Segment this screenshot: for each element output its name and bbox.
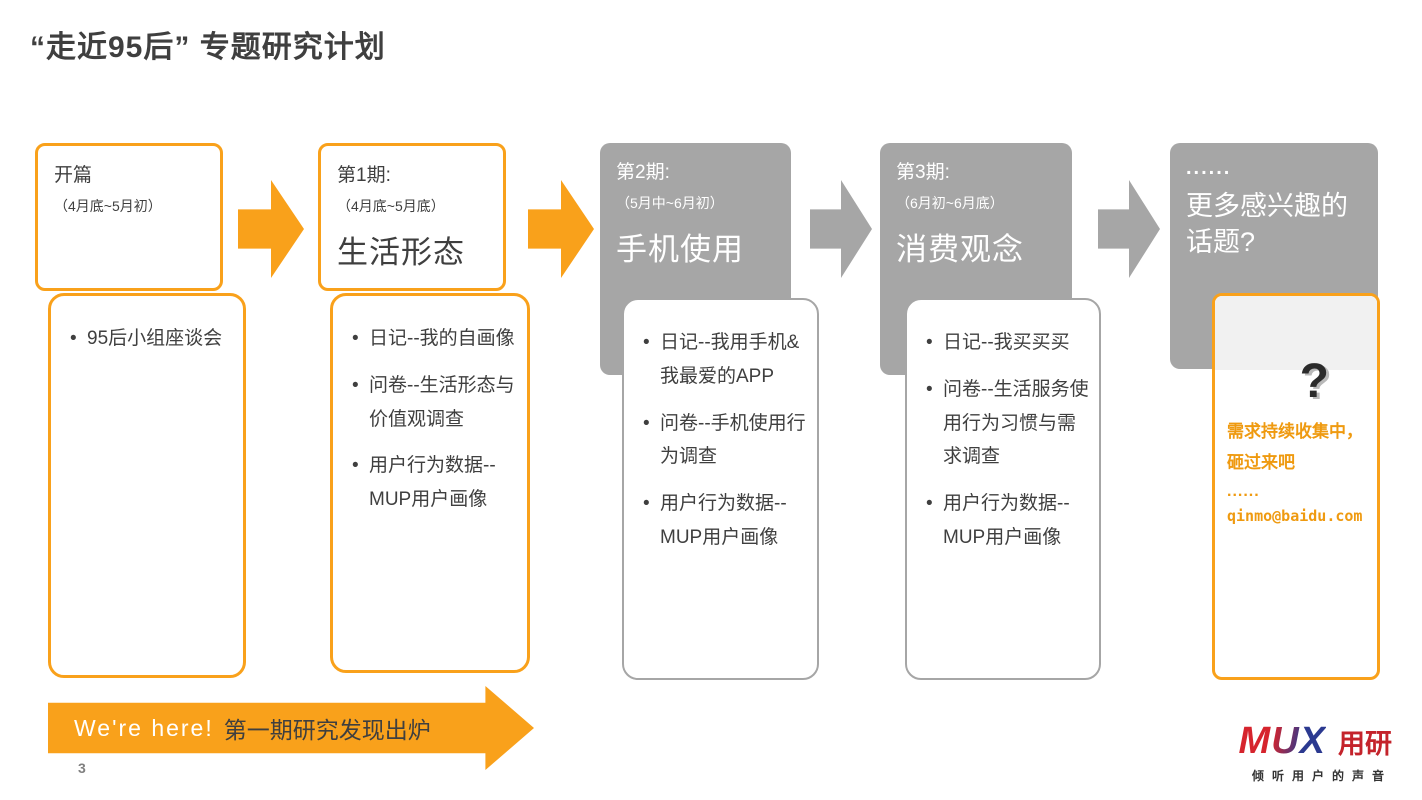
phase-0-label: 开篇 bbox=[54, 165, 93, 186]
callout-dots: ...... bbox=[1227, 482, 1260, 500]
logo-tagline: 倾听用户的声音 bbox=[1251, 769, 1392, 783]
phase-3-dates: （6月初~6月底） bbox=[896, 195, 1004, 211]
bullet-item: 日记--我买买买 bbox=[923, 326, 1089, 360]
phase-3-body: 日记--我买买买 问卷--生活服务使用行为习惯与需求调查 用户行为数据--MUP… bbox=[905, 298, 1101, 680]
bullet-item: 用户行为数据--MUP用户画像 bbox=[349, 449, 517, 517]
phase-2-dates: （5月中~6月初） bbox=[616, 195, 724, 211]
logo-row: MUX 用研 bbox=[1239, 720, 1392, 763]
phase-1-bullets: 日记--我的自画像 问卷--生活形态与价值观调查 用户行为数据--MUP用户画像 bbox=[349, 322, 517, 517]
bullet-item: 用户行为数据--MUP用户画像 bbox=[640, 487, 807, 555]
phase-1-topic: 生活形态 bbox=[337, 235, 465, 270]
page-number: 3 bbox=[78, 760, 86, 776]
arrow-right-icon bbox=[238, 180, 304, 278]
banner-highlight: We're here! bbox=[74, 714, 214, 741]
phase-3-bullets: 日记--我买买买 问卷--生活服务使用行为习惯与需求调查 用户行为数据--MUP… bbox=[923, 326, 1089, 555]
phase-0-body: 95后小组座谈会 bbox=[48, 293, 246, 678]
contact-email: qinmo@baidu.com bbox=[1227, 506, 1363, 525]
arrow-right-icon bbox=[1098, 180, 1160, 278]
phase-4-body: ? 需求持续收集中， 砸过来吧 ...... qinmo@baidu.com bbox=[1212, 293, 1380, 680]
bullet-item: 问卷--生活服务使用行为习惯与需求调查 bbox=[923, 373, 1089, 474]
future-gray-strip bbox=[1215, 296, 1377, 370]
collect-callout: 需求持续收集中， 砸过来吧 ...... qinmo@baidu.com bbox=[1227, 416, 1371, 525]
phase-2-bullets: 日记--我用手机&我最爱的APP 问卷--手机使用行为调查 用户行为数据--MU… bbox=[640, 326, 807, 555]
question-mark-icon: ? bbox=[1299, 355, 1329, 408]
phase-2-label: 第2期: bbox=[616, 162, 670, 183]
callout-line-1: 需求持续收集中， bbox=[1227, 422, 1363, 441]
mux-logo-text: MUX bbox=[1238, 720, 1326, 762]
phase-2-body: 日记--我用手机&我最爱的APP 问卷--手机使用行为调查 用户行为数据--MU… bbox=[622, 298, 819, 680]
callout-line-2: 砸过来吧 bbox=[1227, 453, 1295, 473]
phase-4-topic: 更多感兴趣的话题? bbox=[1186, 191, 1348, 258]
phase-1-body: 日记--我的自画像 问卷--生活形态与价值观调查 用户行为数据--MUP用户画像 bbox=[330, 293, 530, 673]
phase-1-dates: （4月底~5月底） bbox=[337, 198, 445, 214]
phase-0-dates: （4月底~5月初） bbox=[54, 198, 162, 214]
phase-3-topic: 消费观念 bbox=[896, 232, 1024, 267]
bullet-item: 问卷--手机使用行为调查 bbox=[640, 407, 807, 475]
mux-logo: MUX 用研 倾听用户的声音 bbox=[1239, 720, 1392, 784]
logo-cn-text: 用研 bbox=[1338, 729, 1392, 759]
phase-2-topic: 手机使用 bbox=[616, 232, 744, 267]
banner-text: 第一期研究发现出炉 bbox=[223, 717, 431, 743]
phase-0-header: 开篇 （4月底~5月初） bbox=[35, 143, 223, 291]
bullet-item: 日记--我的自画像 bbox=[349, 322, 517, 356]
phase-1-label: 第1期: bbox=[337, 165, 391, 186]
phase-1-header: 第1期: （4月底~5月底） 生活形态 bbox=[318, 143, 506, 291]
bullet-item: 日记--我用手机&我最爱的APP bbox=[640, 326, 807, 394]
phase-4-dots: ...... bbox=[1186, 157, 1232, 179]
bullet-item: 用户行为数据--MUP用户画像 bbox=[923, 487, 1089, 555]
bullet-item: 问卷--生活形态与价值观调查 bbox=[349, 369, 517, 437]
phase-0-bullets: 95后小组座谈会 bbox=[67, 322, 233, 356]
arrow-right-icon bbox=[528, 180, 594, 278]
page-title: “走近95后” 专题研究计划 bbox=[30, 31, 386, 64]
bullet-item: 95后小组座谈会 bbox=[67, 322, 233, 356]
we-are-here-banner: We're here! 第一期研究发现出炉 bbox=[48, 686, 534, 770]
arrow-right-icon bbox=[810, 180, 872, 278]
phase-3-label: 第3期: bbox=[896, 162, 950, 183]
